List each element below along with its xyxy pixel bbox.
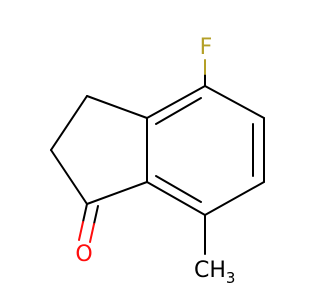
bond-c1-c7a [86,181,148,205]
methyl-label: CH3 [194,258,235,287]
benzene-ring [146,85,265,216]
bond-c1-o-lower-red [89,223,95,243]
bond-c3-c2 [50,95,88,151]
cyclopentanone-ring [50,95,148,205]
bond-c6-c7 [204,181,265,216]
molecule-structure: F O CH3 [50,35,265,287]
bond-c2-c1 [50,149,88,205]
bond-c7-c7a-inner [155,175,202,203]
bond-c3a-c4 [146,85,206,119]
bond-c3a-c4-inner [155,97,202,125]
methyl-subscript: 3 [226,269,236,287]
bond-c3a-c3 [86,95,148,119]
carbonyl-bond [78,203,99,243]
bond-c1-o-upper [82,203,88,223]
methyl-ch-label: CH [194,258,226,283]
bond-c1-o-lower [93,205,99,225]
bond-c7-c7a [146,181,206,216]
bond-c4-c5 [204,85,265,119]
oxygen-label: O [75,242,92,267]
fluorine-label: F [200,35,213,60]
bond-c1-o-upper-red [78,221,84,241]
